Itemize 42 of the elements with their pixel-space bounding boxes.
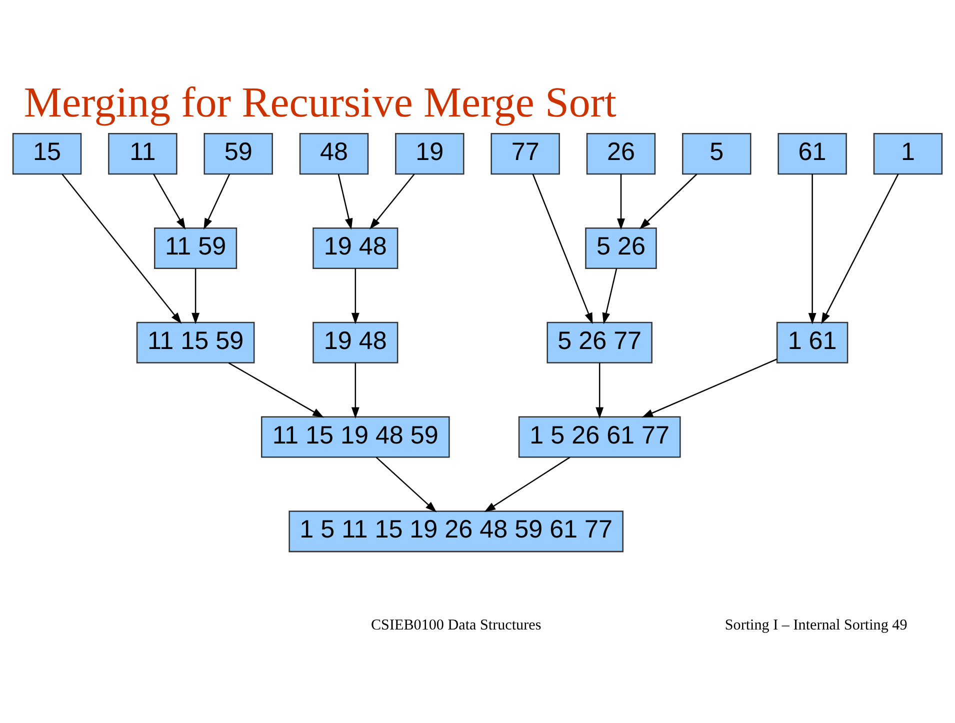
- node-box: 11 15 59: [136, 322, 255, 364]
- arrow: [532, 174, 593, 324]
- node-box: 11: [108, 133, 178, 175]
- node-box: 61: [778, 133, 847, 175]
- label: Sorting I – Internal Sorting 49: [724, 618, 908, 634]
- arrow: [192, 268, 200, 324]
- arrow: [642, 358, 777, 418]
- node-box: 11 59: [154, 227, 238, 269]
- arrow: [602, 268, 618, 324]
- arrow: [338, 174, 353, 230]
- node-box: 1 5 11 15 19 26 48 59 61 77: [288, 510, 624, 552]
- arrow: [228, 362, 324, 418]
- arrow: [351, 268, 360, 324]
- arrow: [351, 362, 360, 419]
- arrow: [204, 174, 230, 230]
- node-box: 5 26: [585, 227, 657, 269]
- node-box: 11 15 19 48 59: [261, 416, 450, 458]
- node-box: 1: [873, 133, 943, 175]
- node-box: 19 48: [312, 322, 398, 364]
- arrow: [484, 456, 570, 512]
- node-box: 5: [682, 133, 752, 175]
- arrow: [639, 174, 698, 230]
- node-box: 5 26 77: [546, 322, 652, 364]
- arrow: [62, 174, 182, 324]
- node-box: 15: [12, 133, 82, 175]
- node-box: 19 48: [312, 227, 398, 269]
- arrow: [808, 174, 816, 324]
- arrow: [596, 362, 604, 419]
- node-box: 26: [586, 133, 656, 175]
- node-box: 59: [204, 133, 273, 175]
- node-box: 19: [395, 133, 464, 175]
- node-box: 77: [490, 133, 560, 175]
- node-box: 1 61: [776, 322, 848, 364]
- arrow: [617, 174, 625, 230]
- arrow: [153, 174, 186, 230]
- label: CSIEB0100 Data Structures: [371, 618, 542, 634]
- arrow: [376, 456, 437, 512]
- arrow: [370, 174, 415, 230]
- arrow: [821, 174, 899, 324]
- node-box: 1 5 26 61 77: [518, 416, 681, 458]
- node-box: 48: [299, 133, 369, 175]
- diagram-title: Merging for Recursive Merge Sort: [24, 79, 616, 126]
